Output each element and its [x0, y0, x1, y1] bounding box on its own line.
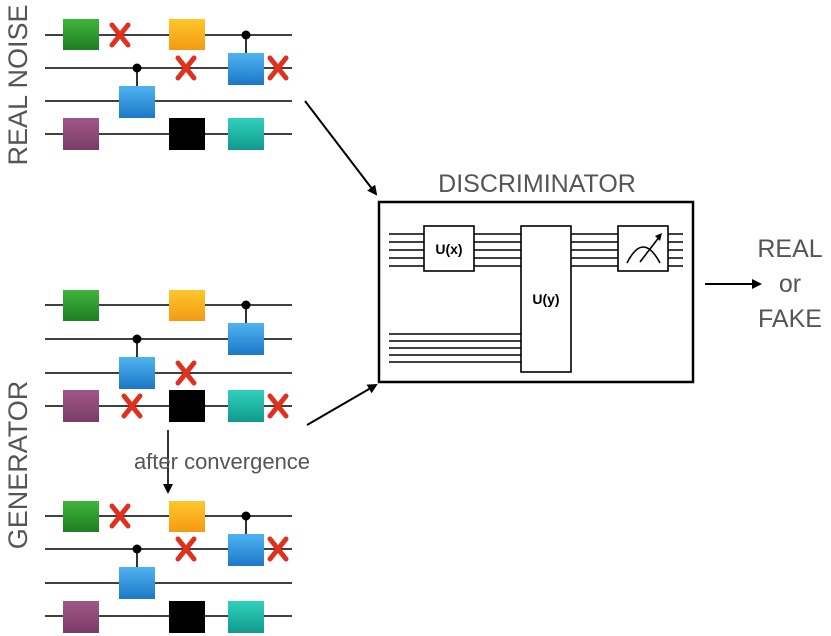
generator-label: GENERATOR	[3, 381, 33, 550]
error-x-icon	[121, 393, 143, 419]
gate-blue	[119, 86, 155, 118]
gate-orange	[169, 290, 205, 321]
error-x-icon	[175, 536, 197, 562]
ux-gate-label: U(x)	[435, 241, 462, 257]
control-dot	[132, 544, 142, 554]
control-dot	[132, 63, 142, 73]
noise-to-discriminator-arrow	[304, 100, 378, 196]
error-x-icon	[175, 55, 197, 81]
control-dot	[241, 30, 251, 40]
error-x-icon	[109, 503, 131, 529]
gate-black	[169, 390, 205, 422]
uy-gate-label: U(y)	[532, 291, 559, 307]
gate-blue	[119, 567, 155, 599]
gate-blue	[119, 357, 155, 389]
gate-purple	[63, 601, 99, 633]
real-noise-label: REAL NOISE	[3, 4, 33, 165]
error-x-icon	[267, 393, 289, 419]
gate-teal	[228, 118, 264, 150]
output-real-label: REAL	[757, 235, 822, 263]
control-dot	[241, 300, 251, 310]
gate-orange	[169, 501, 205, 532]
gate-green	[63, 501, 99, 532]
gate-purple	[63, 390, 99, 422]
converged-circuit	[45, 501, 292, 633]
real-noise-circuit	[45, 19, 292, 150]
discriminator-wires-bottom	[389, 333, 521, 363]
gate-black	[169, 601, 205, 633]
after-convergence-label: after convergence	[134, 449, 310, 474]
error-x-icon	[267, 55, 289, 81]
gate-orange	[169, 19, 205, 50]
generator-to-discriminator-arrow	[306, 383, 378, 426]
control-dot	[241, 511, 251, 521]
generator-circuit	[45, 290, 292, 422]
measurement-meter-icon	[617, 225, 669, 272]
gate-purple	[63, 118, 99, 150]
gate-blue	[228, 323, 264, 355]
gate-green	[63, 290, 99, 321]
gate-black	[169, 118, 205, 150]
ux-gate	[423, 225, 475, 272]
control-dot	[132, 334, 142, 344]
output-fake-label: FAKE	[758, 305, 822, 333]
gate-teal	[228, 601, 264, 633]
gate-green	[63, 19, 99, 50]
error-x-icon	[267, 536, 289, 562]
discriminator-title: DISCRIMINATOR	[438, 170, 636, 198]
output-or-label: or	[779, 270, 801, 298]
discriminator-box: U(x) U(y)	[377, 200, 695, 384]
error-x-icon	[175, 360, 197, 386]
gate-blue	[228, 534, 264, 566]
error-x-icon	[109, 22, 131, 48]
uy-gate	[520, 225, 572, 373]
gate-blue	[228, 53, 264, 85]
gate-teal	[228, 390, 264, 422]
